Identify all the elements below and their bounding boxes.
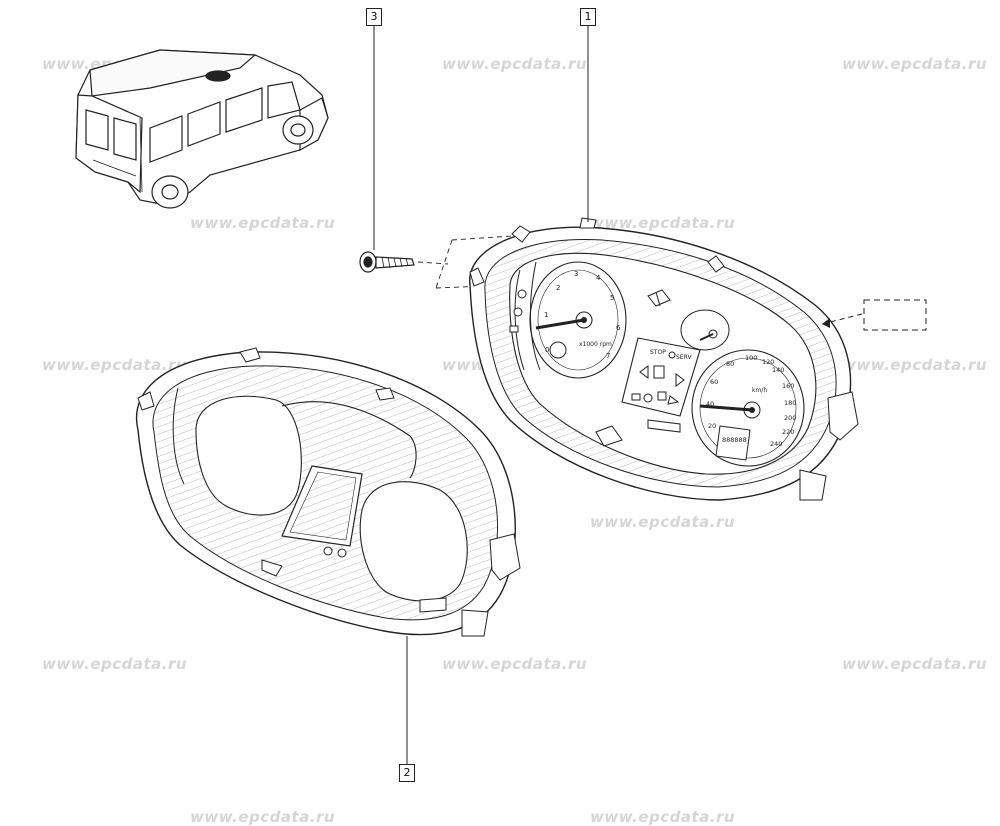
- watermark: www.epcdata.ru: [842, 655, 988, 673]
- connector-leader: [821, 313, 863, 325]
- svg-text:160: 160: [782, 382, 794, 390]
- watermark: www.epcdata.ru: [590, 214, 736, 232]
- speedometer-gauge: km/h 20 40 60 80 100 120 140 160 180 200…: [691, 349, 805, 467]
- connector-arrow-icon: [822, 318, 830, 328]
- screw-part-3: [359, 251, 415, 273]
- watermark: www.epcdata.ru: [442, 655, 588, 673]
- screw-leader: [417, 235, 513, 289]
- left-turn-indicator-icon: [639, 365, 649, 379]
- trip-reset-knob: [647, 419, 681, 433]
- svg-text:220: 220: [782, 428, 794, 436]
- stop-warning-label: STOP: [650, 349, 666, 356]
- svg-text:4: 4: [596, 274, 601, 282]
- service-warning-label: SERV: [676, 354, 692, 361]
- svg-text:80: 80: [726, 360, 734, 368]
- speedometer-unit: km/h: [752, 387, 767, 394]
- svg-text:5: 5: [610, 294, 614, 302]
- watermark: www.epcdata.ru: [442, 55, 588, 73]
- right-turn-indicator-icon: [675, 373, 685, 387]
- centre-info-panel: STOP SERV: [621, 337, 701, 417]
- svg-text:100: 100: [745, 354, 757, 362]
- svg-text:140: 140: [772, 366, 784, 374]
- tachometer-unit: x1000 rpm: [579, 341, 612, 348]
- svg-text:60: 60: [710, 378, 718, 386]
- tachometer-scale: 0 1 2 3 4 5 6 7: [544, 270, 621, 360]
- watermark: www.epcdata.ru: [842, 356, 988, 374]
- svg-text:20: 20: [708, 422, 716, 430]
- svg-text:7: 7: [606, 352, 610, 360]
- connector-outline: [863, 299, 927, 331]
- svg-text:2: 2: [556, 284, 560, 292]
- door-warning-icon: [653, 365, 665, 379]
- svg-text:1: 1: [544, 311, 548, 319]
- watermark: www.epcdata.ru: [42, 655, 188, 673]
- svg-text:180: 180: [784, 399, 796, 407]
- vehicle-illustration: [75, 49, 329, 209]
- svg-text:3: 3: [574, 270, 578, 278]
- svg-text:40: 40: [706, 400, 714, 408]
- callout-3[interactable]: 3: [366, 8, 382, 26]
- svg-text:6: 6: [616, 324, 621, 332]
- svg-text:120: 120: [762, 358, 774, 366]
- svg-text:0: 0: [545, 346, 549, 354]
- watermark: www.epcdata.ru: [590, 513, 736, 531]
- svg-text:200: 200: [784, 414, 796, 422]
- tachometer-gauge: x1000 rpm 0 1 2 3 4 5 6 7: [529, 261, 627, 379]
- svg-text:240: 240: [770, 440, 782, 448]
- speedometer-scale: 20 40 60 80 100 120 140 160 180 200 220 …: [706, 354, 796, 448]
- callout-1[interactable]: 1: [580, 8, 596, 26]
- callout-2[interactable]: 2: [399, 764, 415, 782]
- odometer-display: 888888: [722, 436, 747, 444]
- watermark: www.epcdata.ru: [42, 356, 188, 374]
- fuel-temp-gauges: [647, 289, 730, 351]
- watermark: www.epcdata.ru: [842, 55, 988, 73]
- cluster-cover-part-2: [135, 347, 521, 637]
- instrument-cluster-part-1: x1000 rpm 0 1 2 3 4 5 6 7: [469, 217, 859, 501]
- watermark: www.epcdata.ru: [190, 214, 336, 232]
